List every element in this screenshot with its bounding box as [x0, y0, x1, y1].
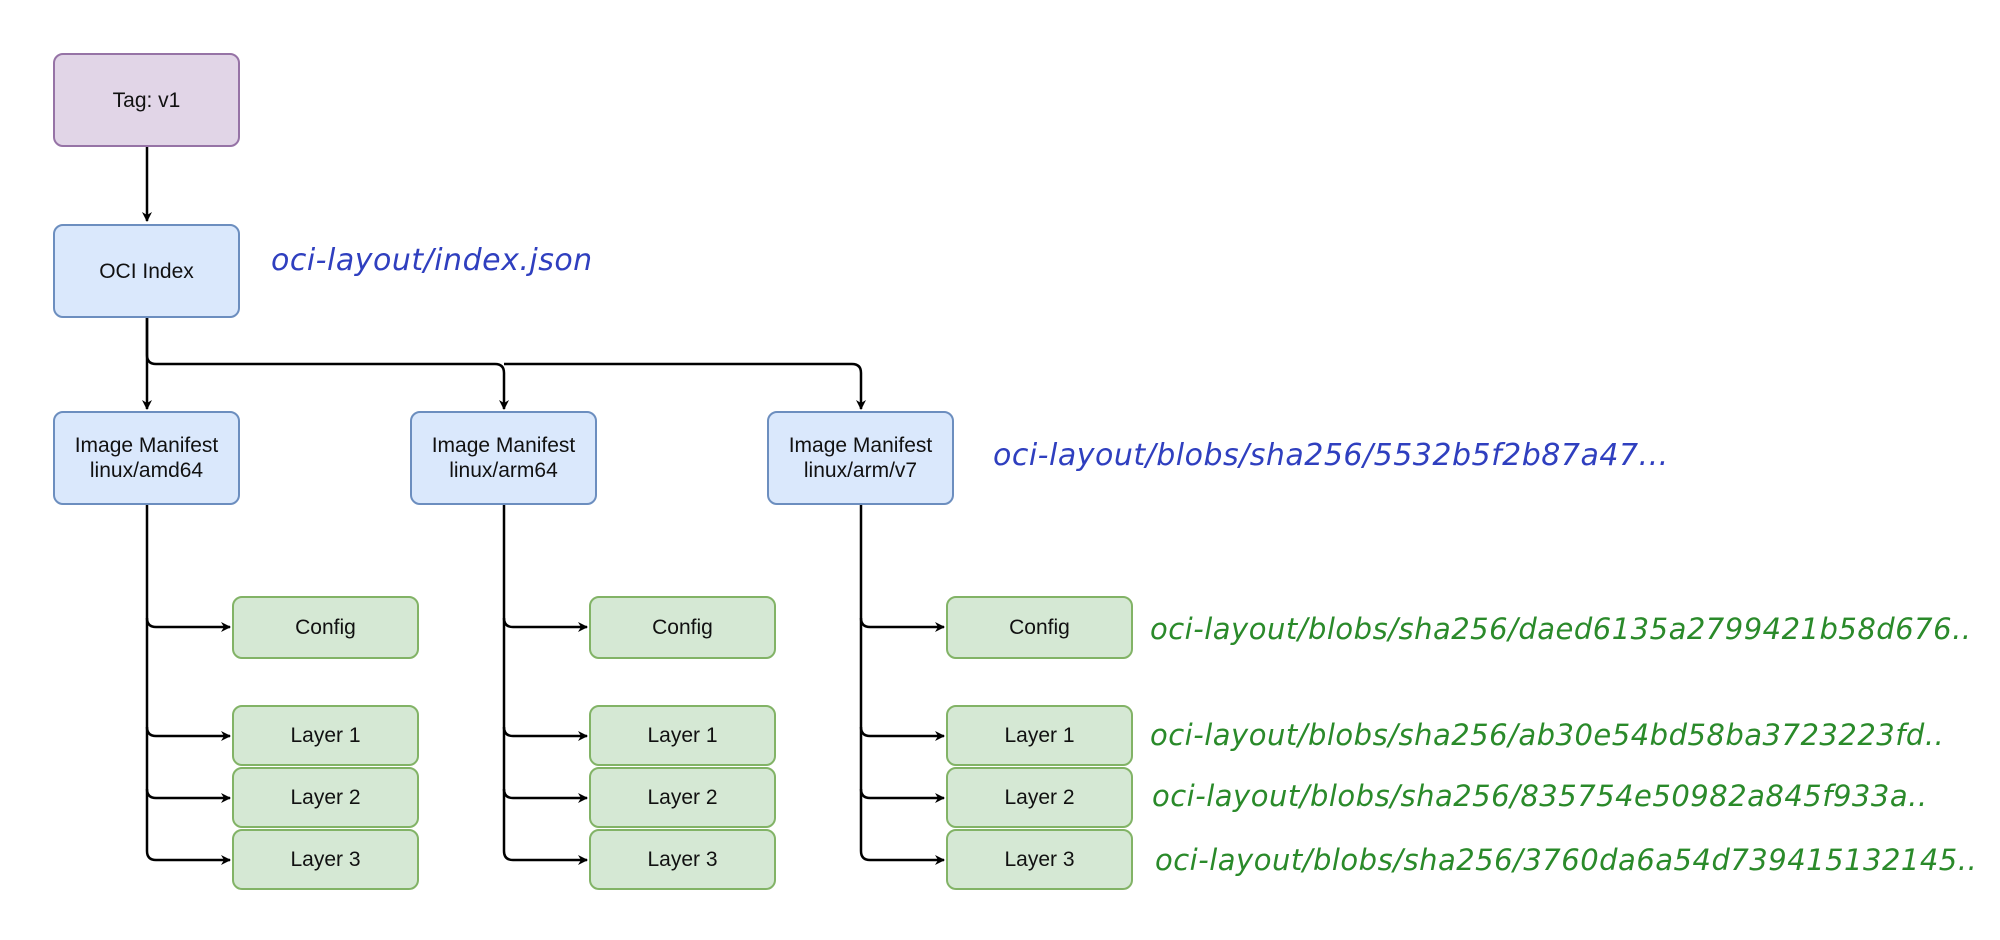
tag-node: Tag: v1 [53, 53, 240, 147]
edge-armv7-to-layer1 [859, 618, 945, 741]
arm64-layer2-node: Layer 2 [589, 767, 776, 828]
manifest-amd64-title: Image Manifest [74, 434, 219, 457]
armv7-layer1-label: Layer 1 [1004, 724, 1075, 747]
edge-amd64-to-layer1 [145, 618, 231, 741]
amd64-layer1-label: Layer 1 [290, 724, 361, 747]
arm64-layer3-node: Layer 3 [589, 829, 776, 890]
amd64-config-node: Config [232, 596, 419, 659]
armv7-config-node: Config [946, 596, 1133, 659]
edge-arm64-to-layer2 [502, 727, 588, 803]
amd64-layer3-label: Layer 3 [290, 848, 361, 871]
manifest-arm64-platform: linux/arm64 [449, 459, 558, 482]
layer2-path-note: oci-layout/blobs/sha256/835754e50982a845… [1152, 779, 1928, 813]
manifest-arm64-title: Image Manifest [431, 434, 576, 457]
edge-armv7-to-layer3 [859, 789, 945, 865]
armv7-layer3-label: Layer 3 [1004, 848, 1075, 871]
config-path-note: oci-layout/blobs/sha256/daed6135a2799421… [1150, 612, 1972, 646]
arm64-layer1-label: Layer 1 [647, 724, 718, 747]
oci-index-label: OCI Index [99, 259, 194, 283]
edge-armv7-to-layer2 [859, 727, 945, 803]
amd64-layer3-node: Layer 3 [232, 829, 419, 890]
manifest-armv7-title: Image Manifest [788, 434, 933, 457]
manifest-arm64-node: Image Manifest linux/arm64 [410, 411, 597, 505]
index-path-note: oci-layout/index.json [271, 243, 593, 278]
edge-index-to-manifest-arm64 [145, 318, 509, 410]
armv7-layer1-node: Layer 1 [946, 705, 1133, 766]
armv7-layer3-node: Layer 3 [946, 829, 1133, 890]
tag-label: Tag: v1 [112, 88, 181, 112]
edge-armv7-to-config [859, 505, 945, 632]
arm64-layer1-node: Layer 1 [589, 705, 776, 766]
manifest-armv7-platform: linux/arm/v7 [803, 459, 918, 482]
manifest-path-note: oci-layout/blobs/sha256/5532b5f2b87a47..… [993, 438, 1669, 473]
amd64-layer1-node: Layer 1 [232, 705, 419, 766]
edge-arm64-to-config [502, 505, 588, 632]
edge-index-to-manifest-armv7 [504, 362, 866, 410]
arm64-config-node: Config [589, 596, 776, 659]
arm64-layer2-label: Layer 2 [647, 786, 718, 809]
arm64-config-label: Config [652, 616, 713, 639]
edge-amd64-to-config [145, 505, 231, 632]
edge-amd64-to-layer2 [145, 727, 231, 803]
edge-amd64-to-layer3 [145, 789, 231, 865]
edge-arm64-to-layer3 [502, 789, 588, 865]
amd64-layer2-label: Layer 2 [290, 786, 361, 809]
layer1-path-note: oci-layout/blobs/sha256/ab30e54bd58ba372… [1150, 718, 1945, 752]
amd64-config-label: Config [295, 616, 356, 639]
amd64-layer2-node: Layer 2 [232, 767, 419, 828]
manifest-amd64-node: Image Manifest linux/amd64 [53, 411, 240, 505]
armv7-layer2-label: Layer 2 [1004, 786, 1075, 809]
manifest-amd64-platform: linux/amd64 [89, 459, 204, 482]
armv7-config-label: Config [1009, 616, 1070, 639]
armv7-layer2-node: Layer 2 [946, 767, 1133, 828]
layer3-path-note: oci-layout/blobs/sha256/3760da6a54d73941… [1155, 843, 1978, 877]
arm64-layer3-label: Layer 3 [647, 848, 718, 871]
oci-index-node: OCI Index [53, 224, 240, 318]
manifest-armv7-node: Image Manifest linux/arm/v7 [767, 411, 954, 505]
edge-arm64-to-layer1 [502, 618, 588, 741]
